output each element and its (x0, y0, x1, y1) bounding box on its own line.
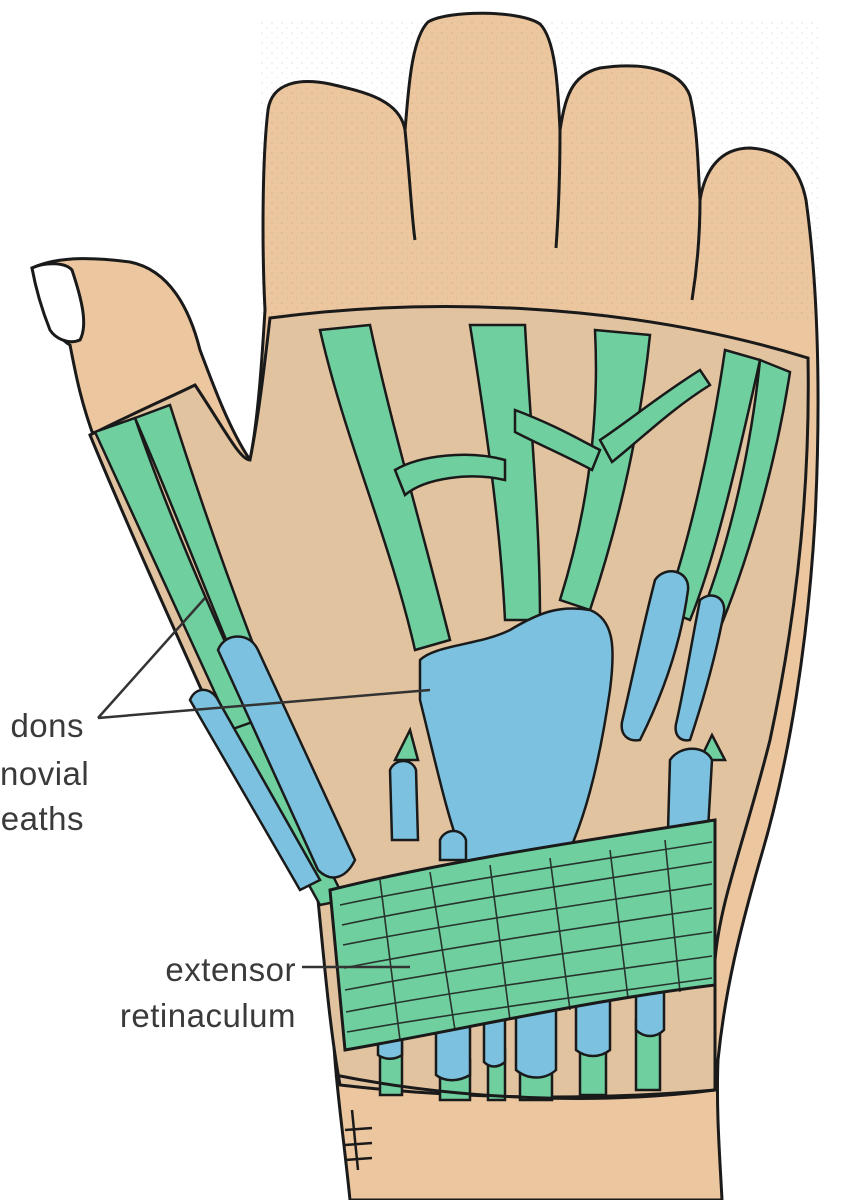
sheath-lower-5 (574, 988, 612, 1058)
tendon-juncture-3 (598, 368, 712, 464)
sheath-ring (620, 570, 690, 742)
thumbnail (30, 262, 86, 344)
wrist-cut-line (334, 1073, 716, 1100)
leader-lines (97, 597, 431, 969)
sheath-right-lower (666, 747, 714, 832)
sheath-thumb-2 (188, 688, 322, 892)
label-tendons-line3: eaths (0, 800, 84, 837)
sheath-little (674, 594, 726, 742)
extensor-retinaculum-band (328, 818, 717, 1052)
leader-tendons-upper (97, 597, 206, 719)
sheath-thumb-1 (216, 635, 357, 879)
label-retinaculum-line2: retinaculum (119, 997, 296, 1034)
tendon-frayed-1 (392, 726, 420, 762)
sheath-small-2 (438, 829, 468, 862)
tendon-juncture-2 (513, 408, 602, 472)
label-tendons-line1: dons (10, 707, 84, 744)
tendon-little-1 (663, 348, 762, 622)
label-retinaculum-line1: extensor (165, 951, 296, 988)
sheath-small-1 (388, 759, 420, 842)
retinaculum-fibers (339, 839, 713, 1041)
tendon-index (318, 323, 452, 652)
artist-signature (344, 1109, 373, 1171)
leader-tendons-lower (97, 688, 431, 720)
label-tendons-line2: novial (0, 755, 90, 792)
tendon-juncture-1 (393, 453, 507, 498)
